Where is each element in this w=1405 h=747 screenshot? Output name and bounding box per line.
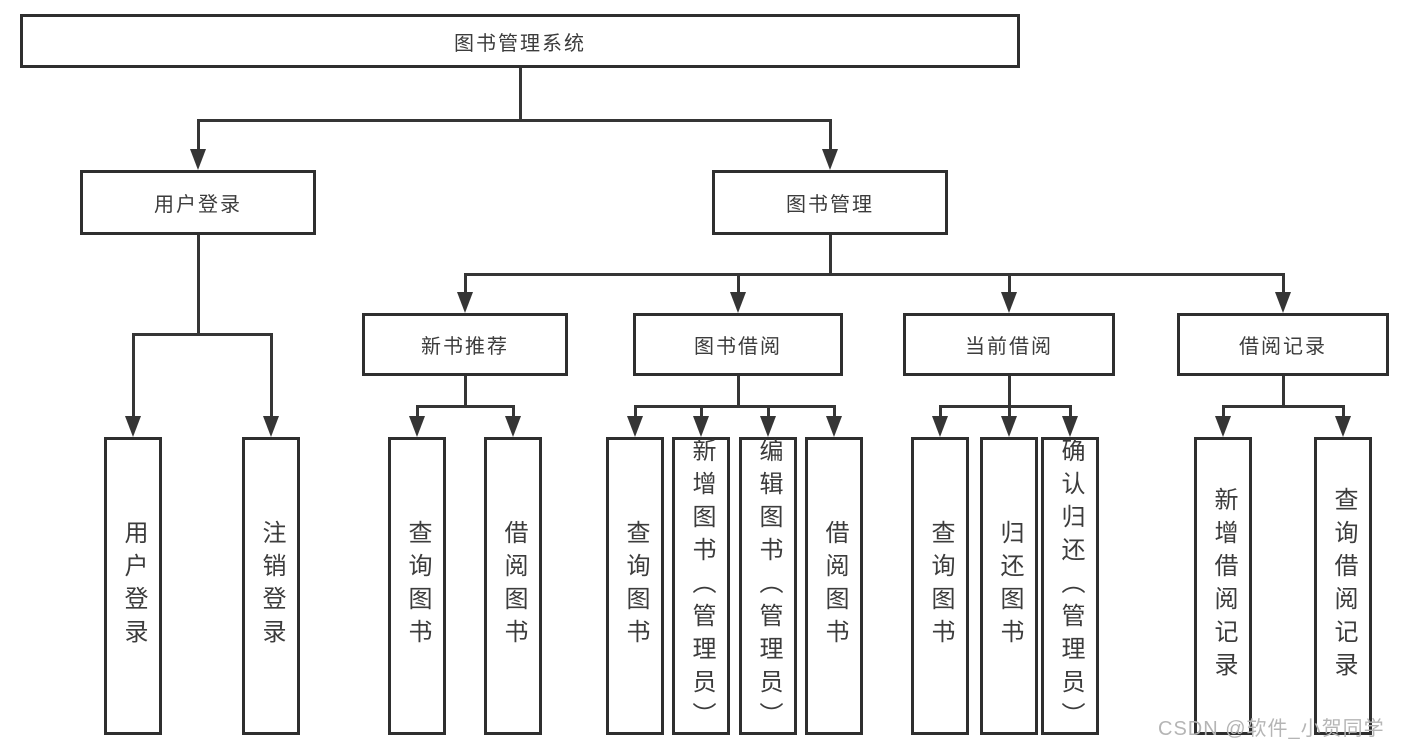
arrowhead-down-icon xyxy=(932,416,948,437)
arrowhead-down-icon xyxy=(125,416,141,437)
arrowhead-down-icon xyxy=(409,416,425,437)
connector-line xyxy=(416,405,515,408)
arrowhead-down-icon xyxy=(263,416,279,437)
leaf-borrow-book-1-label: 借阅图书 xyxy=(500,520,527,652)
connector-line xyxy=(700,405,703,419)
leaf-query-book-3: 查询图书 xyxy=(911,437,969,735)
connector-line xyxy=(1342,405,1345,419)
arrowhead-down-icon xyxy=(760,416,776,437)
connector-line xyxy=(737,376,740,407)
connector-line xyxy=(1282,376,1285,407)
connector-line xyxy=(939,405,1072,408)
leaf-query-book-2: 查询图书 xyxy=(606,437,664,735)
node-book-borrow: 图书借阅 xyxy=(633,313,843,376)
arrowhead-down-icon xyxy=(1062,416,1078,437)
node-library-management-system: 图书管理系统 xyxy=(20,14,1020,68)
leaf-query-book-2-label: 查询图书 xyxy=(622,520,649,652)
arrowhead-down-icon xyxy=(627,416,643,437)
node-user-login-branch: 用户登录 xyxy=(80,170,316,235)
connector-line xyxy=(519,68,522,121)
leaf-query-borrow-record: 查询借阅记录 xyxy=(1314,437,1372,735)
connector-line xyxy=(1222,405,1345,408)
connector-line xyxy=(197,119,832,122)
connector-line xyxy=(1008,376,1011,407)
connector-line xyxy=(833,405,836,419)
leaf-logout-label: 注销登录 xyxy=(258,520,285,652)
connector-line xyxy=(132,333,272,336)
connector-line xyxy=(416,405,419,419)
leaf-borrow-book-2: 借阅图书 xyxy=(805,437,863,735)
leaf-borrow-book-1: 借阅图书 xyxy=(484,437,542,735)
arrowhead-down-icon xyxy=(1001,416,1017,437)
arrowhead-down-icon xyxy=(505,416,521,437)
arrowhead-down-icon xyxy=(822,149,838,170)
leaf-user-login-label: 用户登录 xyxy=(120,520,147,652)
connector-line xyxy=(270,333,273,419)
arrowhead-down-icon xyxy=(826,416,842,437)
arrowhead-down-icon xyxy=(1335,416,1351,437)
leaf-edit-book-admin-label: 编辑图书（管理员） xyxy=(755,437,782,735)
leaf-edit-book-admin: 编辑图书（管理员） xyxy=(739,437,797,735)
leaf-query-book-1: 查询图书 xyxy=(388,437,446,735)
arrowhead-down-icon xyxy=(190,149,206,170)
connector-line xyxy=(1008,273,1011,295)
leaf-logout: 注销登录 xyxy=(242,437,300,735)
arrowhead-down-icon xyxy=(1001,292,1017,313)
arrowhead-down-icon xyxy=(1275,292,1291,313)
connector-line xyxy=(737,273,740,295)
connector-line xyxy=(197,119,200,152)
node-borrow-records: 借阅记录 xyxy=(1177,313,1389,376)
leaf-add-book-admin: 新增图书（管理员） xyxy=(672,437,730,735)
connector-line xyxy=(939,405,942,419)
connector-line xyxy=(464,273,467,295)
arrowhead-down-icon xyxy=(457,292,473,313)
node-new-book-recommend: 新书推荐 xyxy=(362,313,568,376)
connector-line xyxy=(197,235,200,335)
connector-line xyxy=(1222,405,1225,419)
node-book-management-branch: 图书管理 xyxy=(712,170,948,235)
connector-line xyxy=(1282,273,1285,295)
connector-line xyxy=(1008,405,1011,419)
connector-line xyxy=(767,405,770,419)
leaf-add-borrow-record-label: 新增借阅记录 xyxy=(1210,487,1237,685)
leaf-user-login: 用户登录 xyxy=(104,437,162,735)
connector-line xyxy=(634,405,637,419)
connector-line xyxy=(1069,405,1072,419)
connector-line xyxy=(512,405,515,419)
leaf-confirm-return-admin: 确认归还（管理员） xyxy=(1041,437,1099,735)
leaf-query-book-1-label: 查询图书 xyxy=(404,520,431,652)
arrowhead-down-icon xyxy=(730,292,746,313)
leaf-add-book-admin-label: 新增图书（管理员） xyxy=(688,437,715,735)
connector-line xyxy=(464,273,1285,276)
arrowhead-down-icon xyxy=(693,416,709,437)
connector-line xyxy=(634,405,836,408)
connector-line xyxy=(829,119,832,152)
leaf-borrow-book-2-label: 借阅图书 xyxy=(821,520,848,652)
leaf-query-borrow-record-label: 查询借阅记录 xyxy=(1330,487,1357,685)
node-current-borrow: 当前借阅 xyxy=(903,313,1115,376)
leaf-query-book-3-label: 查询图书 xyxy=(927,520,954,652)
leaf-return-book-label: 归还图书 xyxy=(996,520,1023,652)
connector-line xyxy=(132,333,135,419)
arrowhead-down-icon xyxy=(1215,416,1231,437)
connector-line xyxy=(464,376,467,407)
leaf-add-borrow-record: 新增借阅记录 xyxy=(1194,437,1252,735)
csdn-watermark: CSDN @软件_小贺同学 xyxy=(1158,718,1385,740)
leaf-return-book: 归还图书 xyxy=(980,437,1038,735)
connector-line xyxy=(829,235,832,275)
leaf-confirm-return-admin-label: 确认归还（管理员） xyxy=(1057,437,1084,735)
